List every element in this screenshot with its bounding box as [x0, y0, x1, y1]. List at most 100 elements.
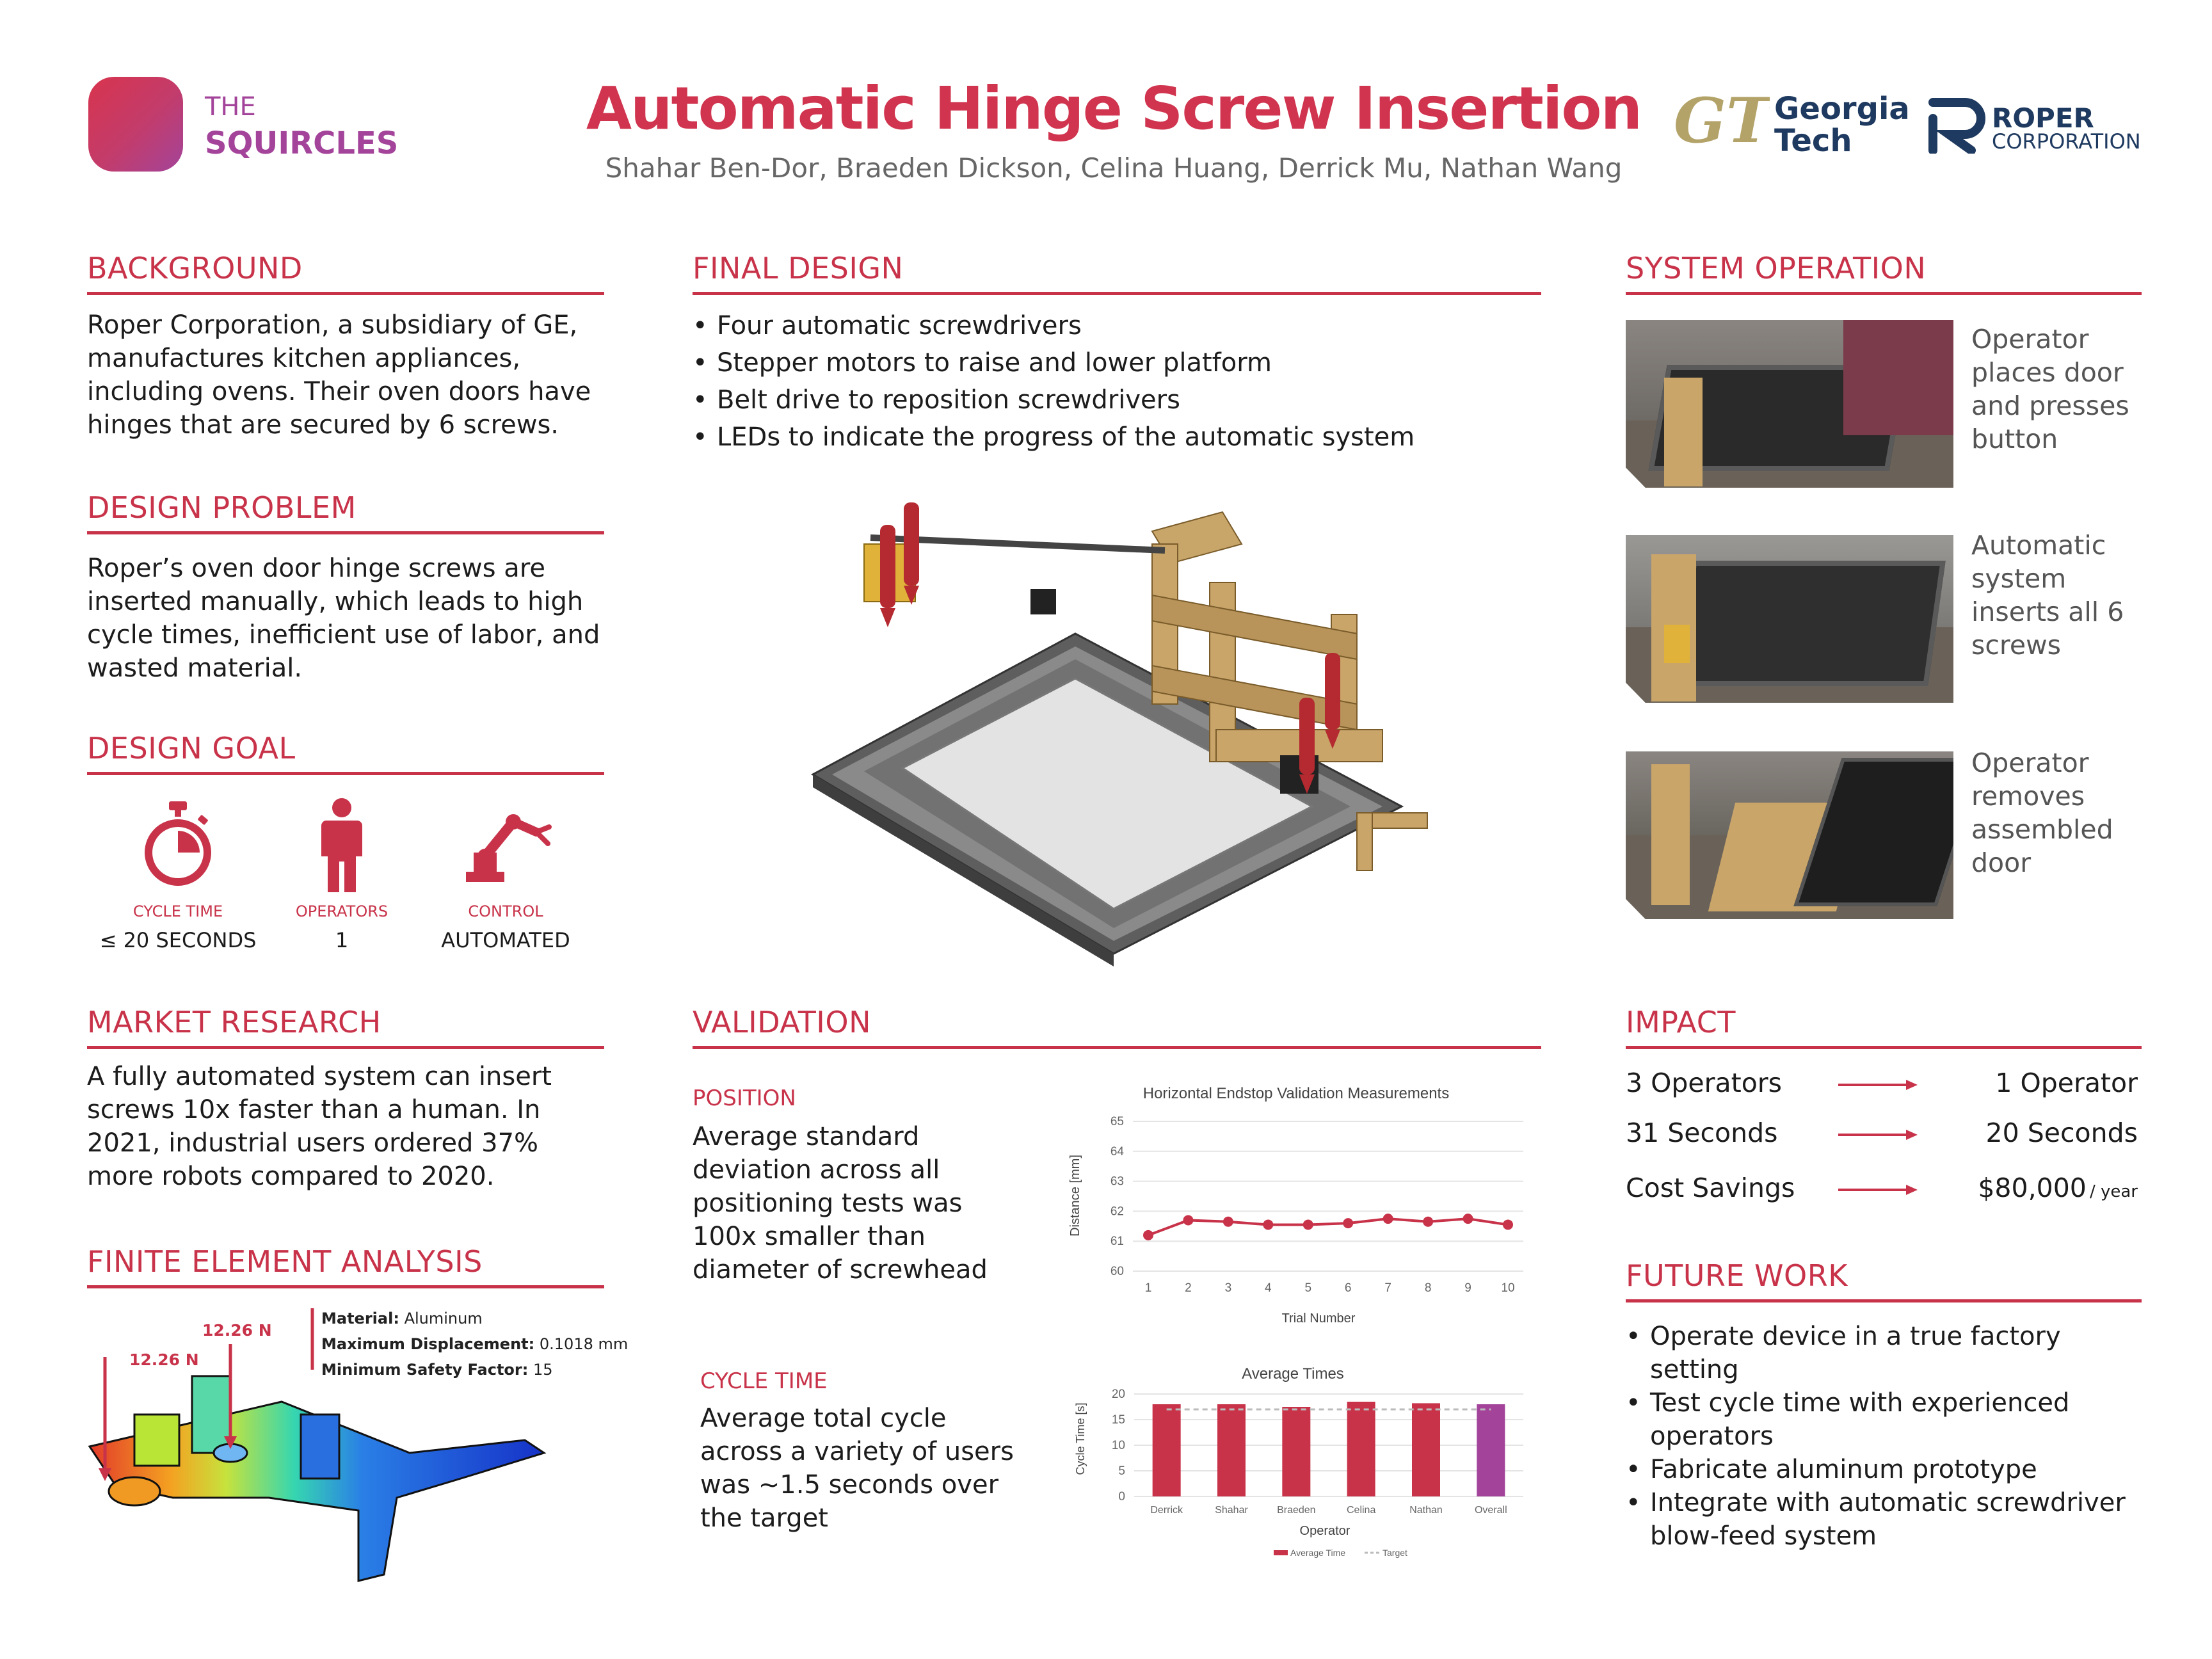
line-chart-point: [1263, 1219, 1274, 1230]
georgia-tech-logo: GT: [1674, 90, 1770, 154]
market-research-title: MARKET RESEARCH: [87, 1005, 381, 1039]
design-goal-rule: [87, 772, 604, 775]
svg-text:GT: GT: [1674, 90, 1770, 154]
line-chart-xtick: 5: [1304, 1281, 1311, 1295]
cad-render: [810, 502, 1428, 966]
line-chart-ytick: 62: [1110, 1205, 1124, 1218]
roper-line2: CORPORATION: [1992, 129, 2141, 154]
system-operation-rule: [1626, 292, 2142, 295]
future-work-list: Operate device in a true factory setting…: [1626, 1320, 2151, 1553]
line-chart-ylabel: Distance [mm]: [1068, 1155, 1082, 1237]
line-chart-point: [1302, 1219, 1313, 1230]
legend-label-average: Average Time: [1290, 1548, 1345, 1558]
robot-arm-icon: [466, 814, 552, 882]
bar-chart-ytick: 0: [1118, 1490, 1125, 1503]
stopwatch-icon: [145, 801, 211, 886]
arrow-right-icon: [1838, 1185, 1918, 1195]
fea-disp-label: Maximum Displacement:: [321, 1335, 535, 1353]
goal-value-control: AUTOMATED: [441, 928, 570, 952]
line-chart-xlabel: Trial Number: [1282, 1311, 1356, 1326]
position-title: POSITION: [693, 1086, 796, 1111]
line-chart-point: [1143, 1230, 1153, 1240]
final-design-bullet: Four automatic screwdrivers: [693, 307, 1544, 344]
line-chart-series: [1148, 1217, 1509, 1237]
line-chart-xtick: 6: [1345, 1281, 1352, 1295]
bar-chart-bar: [1477, 1404, 1505, 1496]
impact-to-seconds: 20 Seconds: [1985, 1118, 2138, 1148]
future-work-bullet: Integrate with automatic screwdriver blo…: [1626, 1486, 2151, 1553]
bar-chart-xtick: Braeden: [1277, 1505, 1315, 1516]
future-work-bullet: Fabricate aluminum prototype: [1626, 1453, 2151, 1486]
background-rule: [87, 292, 604, 295]
line-chart-point: [1222, 1216, 1233, 1227]
line-chart-xtick: 10: [1501, 1281, 1514, 1295]
market-research-text: A fully automated system can insert scre…: [87, 1062, 552, 1191]
operation-step-1: Operator places door and presses button: [1971, 324, 2129, 454]
design-problem-text: Roper’s oven door hinge screws are inser…: [87, 554, 600, 683]
gt-logo-line2: Tech: [1774, 123, 1852, 159]
line-chart-title: Horizontal Endstop Validation Measuremen…: [1143, 1085, 1449, 1102]
goal-value-cycle: ≤ 20 SECONDS: [99, 928, 257, 952]
line-chart-xtick: 1: [1145, 1281, 1152, 1295]
market-research-rule: [87, 1046, 604, 1049]
fea-figure: [88, 1308, 547, 1582]
fea-force-b: 12.26 N: [129, 1350, 199, 1369]
bar-chart-bar: [1217, 1404, 1246, 1496]
impact-title: IMPACT: [1626, 1005, 1736, 1039]
operation-step-3: Operator removes assembled door: [1971, 748, 2113, 878]
bar-chart-bar: [1347, 1402, 1375, 1496]
fea-force-a: 12.26 N: [202, 1321, 272, 1340]
bar-chart-ytick: 10: [1112, 1439, 1125, 1452]
bar-chart-xtick: Nathan: [1409, 1505, 1443, 1516]
line-chart-ytick: 61: [1110, 1235, 1124, 1248]
background-title: BACKGROUND: [87, 251, 303, 285]
line-chart-xtick: 7: [1384, 1281, 1391, 1295]
position-line-chart: Horizontal Endstop Validation Measuremen…: [1068, 1085, 1523, 1326]
goal-label-control: CONTROL: [468, 902, 543, 920]
operation-photo-place: [1626, 320, 1953, 488]
bar-chart-xtick: Overall: [1475, 1505, 1507, 1516]
person-icon: [321, 798, 362, 892]
bar-chart-xlabel: Operator: [1300, 1524, 1350, 1538]
line-chart-xtick: 8: [1425, 1281, 1432, 1295]
line-chart-xtick: 9: [1464, 1281, 1471, 1295]
line-chart-point: [1503, 1219, 1513, 1230]
line-chart-xtick: 2: [1185, 1281, 1192, 1295]
bar-chart-xtick: Derrick: [1150, 1505, 1183, 1516]
impact-from-savings: Cost Savings: [1626, 1173, 1795, 1203]
legend-swatch-average: [1274, 1550, 1288, 1555]
bar-chart-bar: [1152, 1404, 1181, 1496]
fea-specs: Material: Aluminum Maximum Displacement:…: [321, 1306, 628, 1382]
operation-photo-insert: [1626, 535, 1953, 703]
future-work-bullet: Operate device in a true factory setting: [1626, 1320, 2151, 1386]
fea-title: FINITE ELEMENT ANALYSIS: [87, 1244, 483, 1279]
bar-chart-ytick: 20: [1112, 1388, 1125, 1401]
gt-logo-line1: Georgia: [1774, 91, 1910, 127]
validation-title: VALIDATION: [693, 1005, 871, 1039]
fea-sf-label: Minimum Safety Factor:: [321, 1361, 529, 1379]
impact-from-operators: 3 Operators: [1626, 1068, 1782, 1098]
bar-chart-ytick: 5: [1118, 1464, 1125, 1478]
bar-chart-ytick: 15: [1112, 1413, 1125, 1427]
impact-rule: [1626, 1046, 2142, 1049]
system-operation-title: SYSTEM OPERATION: [1626, 251, 1927, 285]
validation-rule: [693, 1046, 1541, 1049]
design-problem-rule: [87, 531, 604, 534]
final-design-bullet: LEDs to indicate the progress of the aut…: [693, 419, 1544, 456]
brand-line2: SQUIRCLES: [205, 125, 399, 161]
position-text: Average standard deviation across all po…: [693, 1122, 988, 1285]
cycle-time-bar-chart: Average Times Cycle Time [s] Operator 05…: [1074, 1365, 1523, 1558]
design-problem-title: DESIGN PROBLEM: [87, 490, 357, 525]
design-goal-title: DESIGN GOAL: [87, 731, 296, 765]
final-design-bullet: Belt drive to reposition screwdrivers: [693, 381, 1544, 419]
fea-sf-value: 15: [533, 1361, 553, 1379]
line-chart-point: [1423, 1216, 1434, 1227]
line-chart-ytick: 60: [1110, 1265, 1124, 1278]
final-design-title: FINAL DESIGN: [693, 251, 904, 285]
line-chart-point: [1343, 1218, 1354, 1229]
line-chart-point: [1183, 1215, 1194, 1226]
fea-disp-value: 0.1018 mm: [539, 1335, 629, 1353]
bar-chart-xtick: Shahar: [1215, 1505, 1248, 1516]
impact-savings-value: $80,000: [1978, 1173, 2087, 1203]
bar-chart-title: Average Times: [1242, 1365, 1344, 1382]
